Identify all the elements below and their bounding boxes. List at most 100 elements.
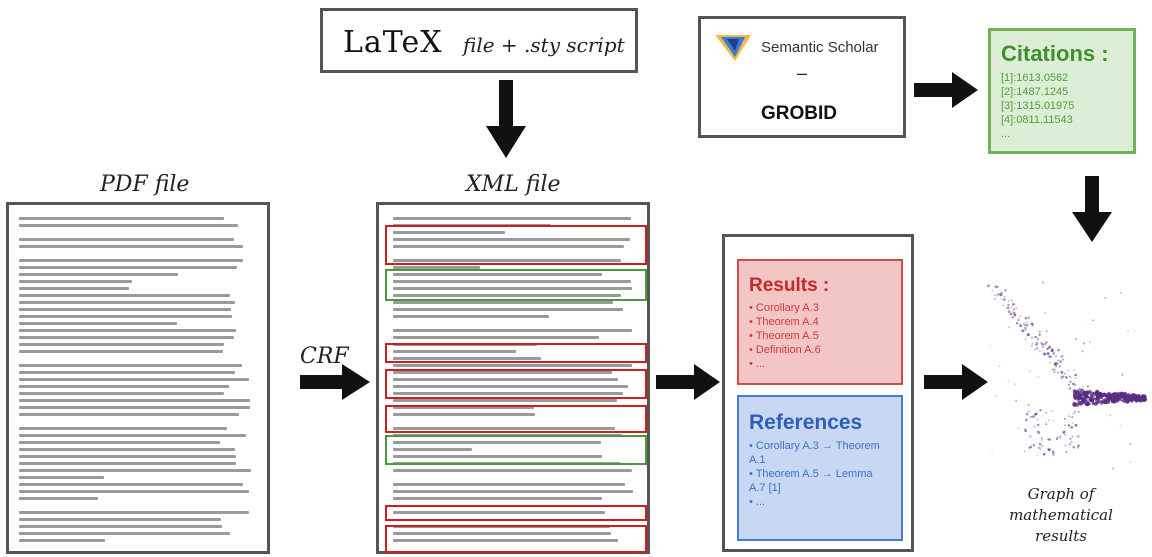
- document-text-line: [19, 273, 179, 276]
- document-text-line: [19, 525, 222, 528]
- document-text-line: [19, 294, 230, 297]
- graph-node: [1007, 306, 1010, 310]
- graph-node: [1056, 436, 1058, 438]
- graph-node: [1105, 398, 1109, 402]
- graph-node: [1062, 431, 1066, 434]
- graph-label-line3: results: [1035, 527, 1087, 545]
- document-text-line: [393, 511, 606, 514]
- graph-node: [1037, 431, 1041, 434]
- graph-node: [1019, 324, 1023, 328]
- graph-node: [1004, 295, 1006, 298]
- document-text-line: [19, 441, 220, 444]
- graph-node: [1055, 355, 1057, 358]
- document-text-line: [393, 231, 506, 234]
- citation-item: [4]:0811.11543: [1001, 114, 1073, 126]
- graph-node: [1035, 412, 1038, 415]
- graph-node: [1040, 439, 1043, 442]
- graph-node: [1072, 412, 1075, 415]
- graph-node: [1133, 330, 1135, 333]
- document-text-line: [19, 329, 237, 332]
- graph-node: [1096, 400, 1100, 404]
- graph-node: [998, 365, 1001, 367]
- graph-node: [1022, 322, 1026, 326]
- graph-node: [1038, 333, 1041, 336]
- graph-node: [1039, 409, 1042, 412]
- latex-logo: LaTeX: [343, 25, 443, 60]
- graph-node: [1091, 396, 1094, 399]
- graph-node: [1136, 394, 1142, 399]
- graph-node: [1007, 304, 1010, 307]
- xml-red-region-1: [385, 225, 647, 265]
- document-text-line: [393, 238, 631, 241]
- arrow-grobid-to-citations: [914, 72, 978, 108]
- graph-node: [1040, 437, 1043, 440]
- document-text-line: [19, 483, 243, 486]
- document-text-line: [19, 532, 231, 535]
- graph-label-line1: Graph of: [1027, 485, 1095, 503]
- graph-label-line2: mathematical: [1009, 506, 1113, 524]
- semantic-scholar-logo: [713, 31, 753, 63]
- graph-node: [1027, 333, 1030, 336]
- graph-node: [1049, 361, 1051, 364]
- graph-node: [1045, 423, 1048, 425]
- document-text-line: [19, 238, 235, 241]
- document-text-line: [393, 399, 617, 402]
- graph-node: [1025, 323, 1029, 327]
- graph-node: [1017, 318, 1021, 322]
- graph-node: [1072, 422, 1074, 424]
- document-text-line: [393, 532, 611, 535]
- graph-node: [1047, 448, 1050, 451]
- grobid-dash: –: [797, 63, 808, 83]
- graph-node: [1129, 443, 1132, 445]
- graph-node: [1014, 313, 1017, 316]
- document-text-line: [393, 483, 626, 486]
- document-text-line: [19, 392, 225, 395]
- graph-node: [1068, 387, 1072, 390]
- graph-node: [1025, 418, 1028, 421]
- result-item: • Theorem A.5: [749, 330, 819, 342]
- document-text-line: [19, 350, 223, 353]
- graph-node: [1080, 394, 1082, 396]
- document-text-line: [393, 490, 634, 493]
- grobid-box: Semantic Scholar – GROBID: [698, 16, 906, 138]
- document-text-line: [19, 434, 246, 437]
- document-text-line: [19, 224, 238, 227]
- graph-node: [1086, 385, 1090, 388]
- graph-node: [1053, 370, 1056, 374]
- graph-node: [1026, 413, 1029, 416]
- graph-node: [1092, 402, 1095, 405]
- graph-node: [1052, 420, 1055, 422]
- graph-node: [1048, 345, 1052, 349]
- xml-red-region-6: [385, 525, 647, 553]
- document-text-line: [19, 343, 225, 346]
- document-text-line: [19, 413, 240, 416]
- graph-node: [1025, 321, 1028, 323]
- document-text-line: [393, 315, 550, 318]
- document-text-line: [393, 266, 480, 269]
- graph-node: [1013, 308, 1015, 311]
- graph-node: [1032, 443, 1036, 447]
- document-text-line: [393, 273, 603, 276]
- graph-node: [1011, 299, 1013, 301]
- graph-node: [1078, 394, 1083, 400]
- reference-item: A.1: [749, 454, 766, 466]
- arrow-xml-to-results: [656, 364, 720, 400]
- graph-node: [1032, 415, 1035, 419]
- graph-node: [1042, 346, 1044, 349]
- graph-node: [1029, 444, 1032, 446]
- graph-node: [1084, 391, 1086, 393]
- document-text-line: [393, 469, 633, 472]
- graph-node: [1084, 403, 1087, 406]
- xml-green-region-1: [385, 269, 647, 301]
- reference-item: • Theorem A.5 → Lemma: [749, 468, 873, 480]
- document-text-line: [19, 497, 98, 500]
- graph-node: [1076, 446, 1079, 449]
- graph-node: [1068, 375, 1071, 378]
- graph-node: [1034, 348, 1036, 351]
- graph-node: [1084, 399, 1089, 403]
- graph-node: [1060, 375, 1064, 379]
- graph-node: [1015, 321, 1019, 325]
- xml-document: [376, 202, 650, 554]
- latex-box-text: file + .sty script: [463, 33, 625, 57]
- document-text-line: [19, 280, 132, 283]
